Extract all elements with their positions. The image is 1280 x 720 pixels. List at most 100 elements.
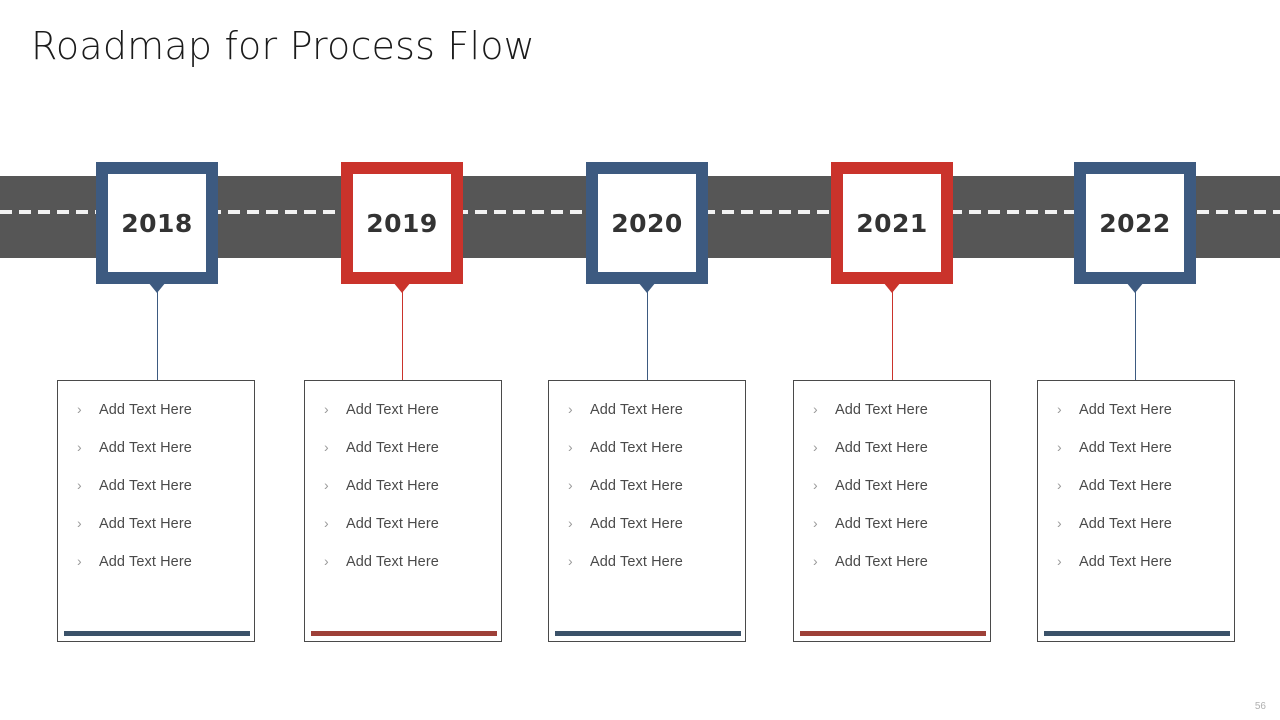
list-item-label: Add Text Here [835,478,928,494]
list-item-label: Add Text Here [590,516,683,532]
milestone-year-label: 2021 [856,208,928,238]
list-item-label: Add Text Here [835,554,928,570]
text-card-list: › Add Text Here › Add Text Here › Add Text He… [549,381,745,592]
list-item-label: Add Text Here [99,554,192,570]
list-item[interactable]: ›Add Text Here [1038,478,1234,516]
chevron-right-icon: › [1057,439,1062,455]
chevron-right-icon: › [77,515,82,531]
milestone-box-2018[interactable]: 2018 [96,162,218,284]
list-item[interactable]: › Add Text Here [794,516,990,554]
list-item[interactable]: › Add Text Here [794,402,990,440]
chevron-right-icon: › [813,439,818,455]
milestone-box-2021[interactable]: 2021 [831,162,953,284]
list-item[interactable]: ›Add Text Here [305,554,501,592]
milestone-year-label: 2018 [121,208,193,238]
connector-line-2019 [402,286,403,380]
list-item-label: Add Text Here [590,440,683,456]
milestone-box-2019[interactable]: 2019 [341,162,463,284]
list-item-label: Add Text Here [99,440,192,456]
chevron-right-icon: › [568,439,573,455]
chevron-right-icon: › [1057,553,1062,569]
list-item[interactable]: › Add Text Here [1038,516,1234,554]
text-card-list: › Add Text Here › Add Text Here › Add Text He… [794,381,990,592]
text-card-2022[interactable]: › Add Text Here › Add Text Here › Add Text He… [1037,380,1235,642]
list-item-label: Add Text Here [346,478,439,494]
chevron-right-icon: › [77,439,82,455]
chevron-right-icon: › [568,477,573,493]
list-item[interactable]: › Add Text Here [58,440,254,478]
text-card-list: › Add Text Here › Add Text Here › Add Text He… [305,381,501,592]
list-item-label: Add Text Here [1079,402,1172,418]
list-item[interactable]: › Add Text Here [794,478,990,516]
list-item-label: Add Text Here [346,402,439,418]
chevron-right-icon: › [1057,515,1062,531]
chevron-right-icon: › [813,477,818,493]
text-card-underline [555,631,741,636]
text-card-2019[interactable]: › Add Text Here › Add Text Here › Add Text He… [304,380,502,642]
list-item[interactable]: › Add Text Here [58,478,254,516]
connector-line-2021 [892,286,893,380]
text-card-2021[interactable]: › Add Text Here › Add Text Here › Add Text He… [793,380,991,642]
chevron-right-icon: › [813,401,818,417]
list-item-label: Add Text Here [835,440,928,456]
text-card-underline [311,631,497,636]
milestone-box-2022[interactable]: 2022 [1074,162,1196,284]
list-item[interactable]: › Add Text Here [549,402,745,440]
connector-line-2018 [157,286,158,380]
list-item[interactable]: ›Add Text Here [58,402,254,440]
list-item[interactable]: › Add Text Here [305,516,501,554]
list-item-label: Add Text Here [590,402,683,418]
list-item-label: Add Text Here [835,402,928,418]
list-item[interactable]: › Add Text Here [1038,440,1234,478]
chevron-right-icon: › [813,515,818,531]
milestone-year-label: 2022 [1099,208,1171,238]
chevron-right-icon: › [1057,401,1062,417]
chevron-right-icon: › [568,401,573,417]
chevron-right-icon: › [568,553,573,569]
list-item-label: Add Text Here [835,516,928,532]
list-item[interactable]: › Add Text Here [549,440,745,478]
list-item[interactable]: › Add Text Here [549,554,745,592]
chevron-right-icon: › [1057,477,1062,493]
connector-line-2022 [1135,286,1136,380]
list-item[interactable]: › Add Text Here [305,402,501,440]
milestone-box-2020[interactable]: 2020 [586,162,708,284]
milestone-year-label: 2020 [611,208,683,238]
list-item[interactable]: › Add Text Here [305,478,501,516]
list-item[interactable]: › Add Text Here [549,478,745,516]
list-item-label: Add Text Here [99,478,192,494]
chevron-right-icon: › [77,477,82,493]
text-card-2020[interactable]: › Add Text Here › Add Text Here › Add Text He… [548,380,746,642]
connector-line-2020 [647,286,648,380]
chevron-right-icon: › [324,401,329,417]
list-item[interactable]: › Add Text Here [305,440,501,478]
list-item[interactable]: › Add Text Here [794,440,990,478]
text-card-list: › Add Text Here › Add Text Here › Add Text He… [58,381,254,592]
list-item-label: Add Text Here [590,478,683,494]
chevron-right-icon: › [324,439,329,455]
chevron-right-icon: › [77,401,82,417]
chevron-right-icon: › [568,515,573,531]
page-title: Roadmap for Process Flow [31,24,535,68]
list-item-label: Add Text Here [346,516,439,532]
list-item-label: Add Text Here [346,440,439,456]
list-item-label: Add Text Here [99,516,192,532]
text-card-2018[interactable]: › Add Text Here › Add Text Here › Add Text He… [57,380,255,642]
list-item[interactable]: › Add Text Here [1038,402,1234,440]
list-item[interactable]: › Add Text Here [1038,554,1234,592]
list-item-label: Add Text Here [1079,516,1172,532]
list-item[interactable]: › Add Text Here [58,516,254,554]
list-item-label: Add Text Here [1079,440,1172,456]
chevron-right-icon: › [324,515,329,531]
list-item[interactable]: › Add Text Here [549,516,745,554]
chevron-right-icon: › [324,477,329,493]
list-item-label: Add Text Here [590,554,683,570]
list-item[interactable]: › Add Text Here [58,554,254,592]
list-item-label: Add Text Here [346,554,439,570]
text-card-underline [64,631,250,636]
milestone-year-label: 2019 [366,208,438,238]
page-number: 56 [1254,701,1266,712]
list-item-label: Add Text Here [1079,554,1172,570]
list-item[interactable]: ›Add Text Here [794,554,990,592]
chevron-right-icon: › [77,553,82,569]
